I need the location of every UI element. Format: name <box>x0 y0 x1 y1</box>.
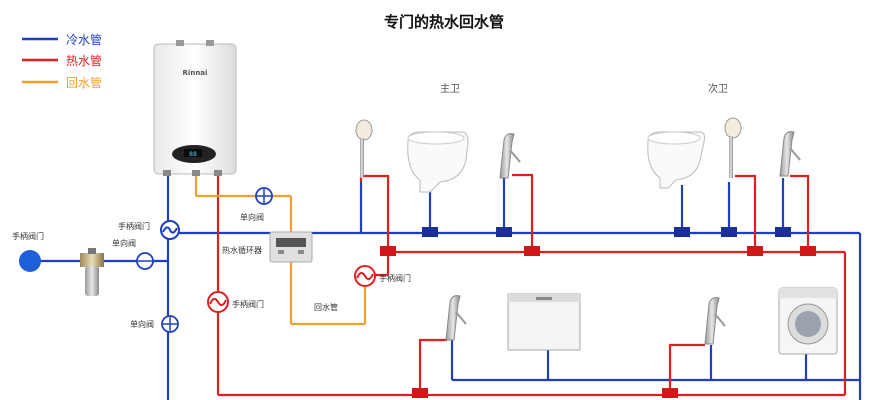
room-label-second-bath: 次卫 <box>708 82 728 95</box>
check-valve-cold-down <box>161 315 179 333</box>
tee-hot <box>412 388 428 398</box>
faucet-icon <box>779 131 801 177</box>
diagram-title: 专门的热水回水管 <box>384 13 504 31</box>
legend-cold-label: 冷水管 <box>66 32 102 47</box>
tee-cold <box>674 227 690 237</box>
label-hot-handle-valve: 手柄阀门 <box>232 299 264 309</box>
legend: 冷水管 热水管 回水管 <box>22 32 102 90</box>
label-return-check-valve: 单向阀 <box>240 212 264 222</box>
dishwasher-icon <box>507 293 581 351</box>
boiler-brand: Rinnai <box>183 69 208 77</box>
wall-boiler-icon: Rinnai 88 <box>153 40 237 176</box>
legend-return-label: 回水管 <box>66 75 102 90</box>
check-valve-return <box>255 187 273 205</box>
hot-water-circulator <box>269 231 313 263</box>
faucet-icon <box>704 297 726 345</box>
label-return-pipe: 回水管 <box>314 302 338 312</box>
handle-valve-cold <box>160 220 180 240</box>
handle-valve-return <box>354 265 376 287</box>
label-return-handle-valve: 手柄阀门 <box>379 273 411 283</box>
label-cold-check-valve: 单向阀 <box>130 319 154 329</box>
label-inlet-valve: 手柄阀门 <box>12 231 44 241</box>
tee-cold <box>775 227 791 237</box>
shower-head-icon <box>724 117 742 178</box>
faucet-icon <box>499 133 521 179</box>
boiler-display: 88 <box>189 151 197 158</box>
label-cold-handle-valve: 手柄阀门 <box>118 221 150 231</box>
hot-water-pipes <box>216 172 847 397</box>
label-inlet-check-valve: 单向阀 <box>112 238 136 248</box>
tee-cold <box>721 227 737 237</box>
check-valve-inlet <box>136 252 154 270</box>
shower-head-icon <box>355 119 373 178</box>
legend-hot-label: 热水管 <box>66 53 102 68</box>
tee-cold <box>496 227 512 237</box>
return-water-pipes <box>194 172 367 326</box>
tee-hot <box>380 246 396 256</box>
component-labels: 手柄阀门 手柄阀门 单向阀 单向阀 单向阀 热水循环器 手柄阀门 回水管 手柄阀… <box>12 212 411 329</box>
pre-filter-icon <box>80 248 104 296</box>
room-label-master-bath: 主卫 <box>440 83 460 95</box>
tee-hot <box>747 246 763 256</box>
handle-valve-hot <box>207 291 229 313</box>
tee-hot <box>524 246 540 256</box>
faucet-icon <box>445 295 467 341</box>
washing-machine-icon <box>778 287 838 355</box>
cold-water-pipes <box>30 175 862 400</box>
water-inlet-icon <box>19 250 41 272</box>
tee-hot <box>800 246 816 256</box>
toilet-icon <box>647 131 705 189</box>
toilet-icon <box>407 131 469 193</box>
tee-hot <box>662 388 678 398</box>
label-circulator: 热水循环器 <box>222 245 262 255</box>
tee-fittings <box>380 227 816 398</box>
tee-cold <box>422 227 438 237</box>
